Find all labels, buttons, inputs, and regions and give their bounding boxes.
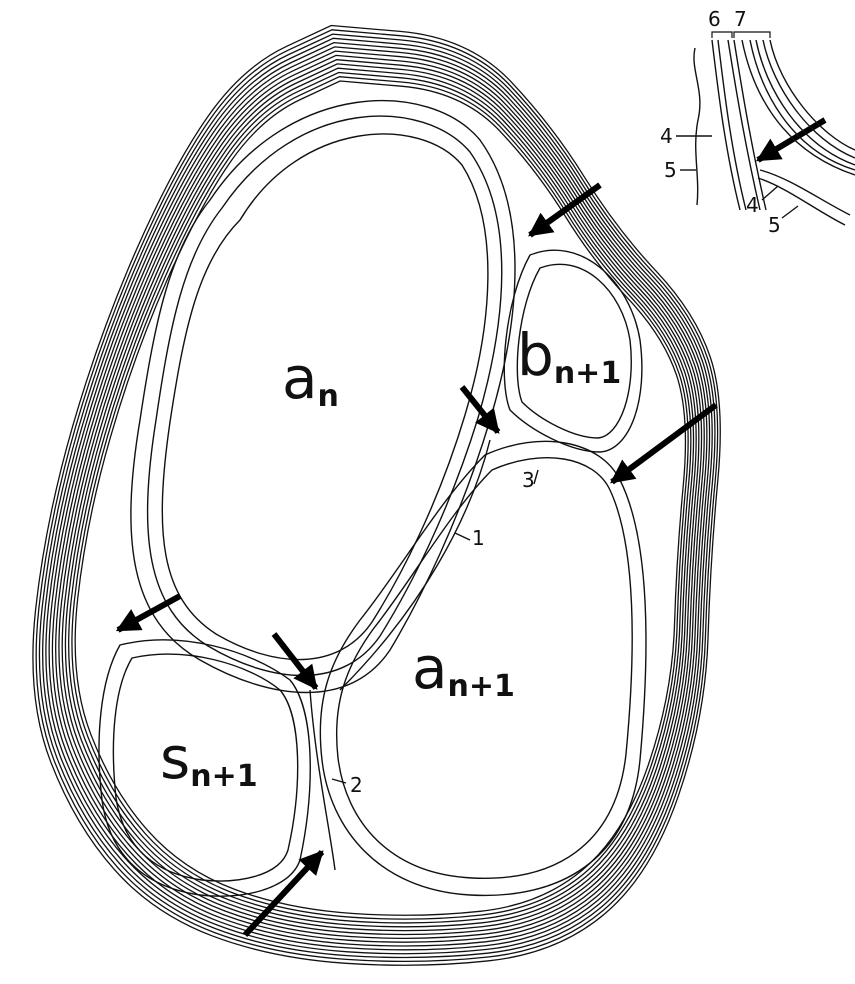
arrow-5 — [274, 634, 316, 688]
inset-arrow — [758, 120, 825, 160]
inset-label-6: 6 — [708, 7, 721, 31]
lamella-line — [46, 43, 710, 950]
inset-label-5-lower: 5 — [768, 213, 781, 237]
lamella-line — [36, 30, 717, 962]
label-a-n-plus-1: an+1 — [412, 634, 515, 704]
arrow-4 — [118, 596, 180, 630]
inset-label-5-upper: 5 — [664, 158, 677, 182]
lamella-line — [62, 64, 696, 931]
lamella-line — [52, 51, 704, 942]
lamella-line — [65, 68, 693, 927]
arrow-6 — [245, 852, 322, 935]
wall-2 — [310, 690, 335, 870]
lamella-line — [39, 34, 715, 957]
label-a-n: an — [282, 344, 339, 414]
label-b-n-plus-1: bn+1 — [517, 321, 621, 391]
lamella-line — [72, 77, 688, 919]
marker-3: 3 — [522, 468, 535, 492]
label-s-n-plus-1: sn+1 — [160, 724, 258, 794]
inset-label-7: 7 — [734, 7, 747, 31]
lamella-line — [69, 73, 691, 923]
lamella-line — [56, 55, 702, 938]
outer-lamellae — [33, 26, 720, 966]
lamella-line — [33, 26, 720, 966]
lamella-line — [59, 60, 699, 935]
marker-1: 1 — [472, 526, 485, 550]
inset-label-4-upper: 4 — [660, 124, 673, 148]
inset-label-4-lower: 4 — [746, 193, 759, 217]
lamella-line — [43, 38, 713, 953]
marker-2: 2 — [350, 773, 363, 797]
